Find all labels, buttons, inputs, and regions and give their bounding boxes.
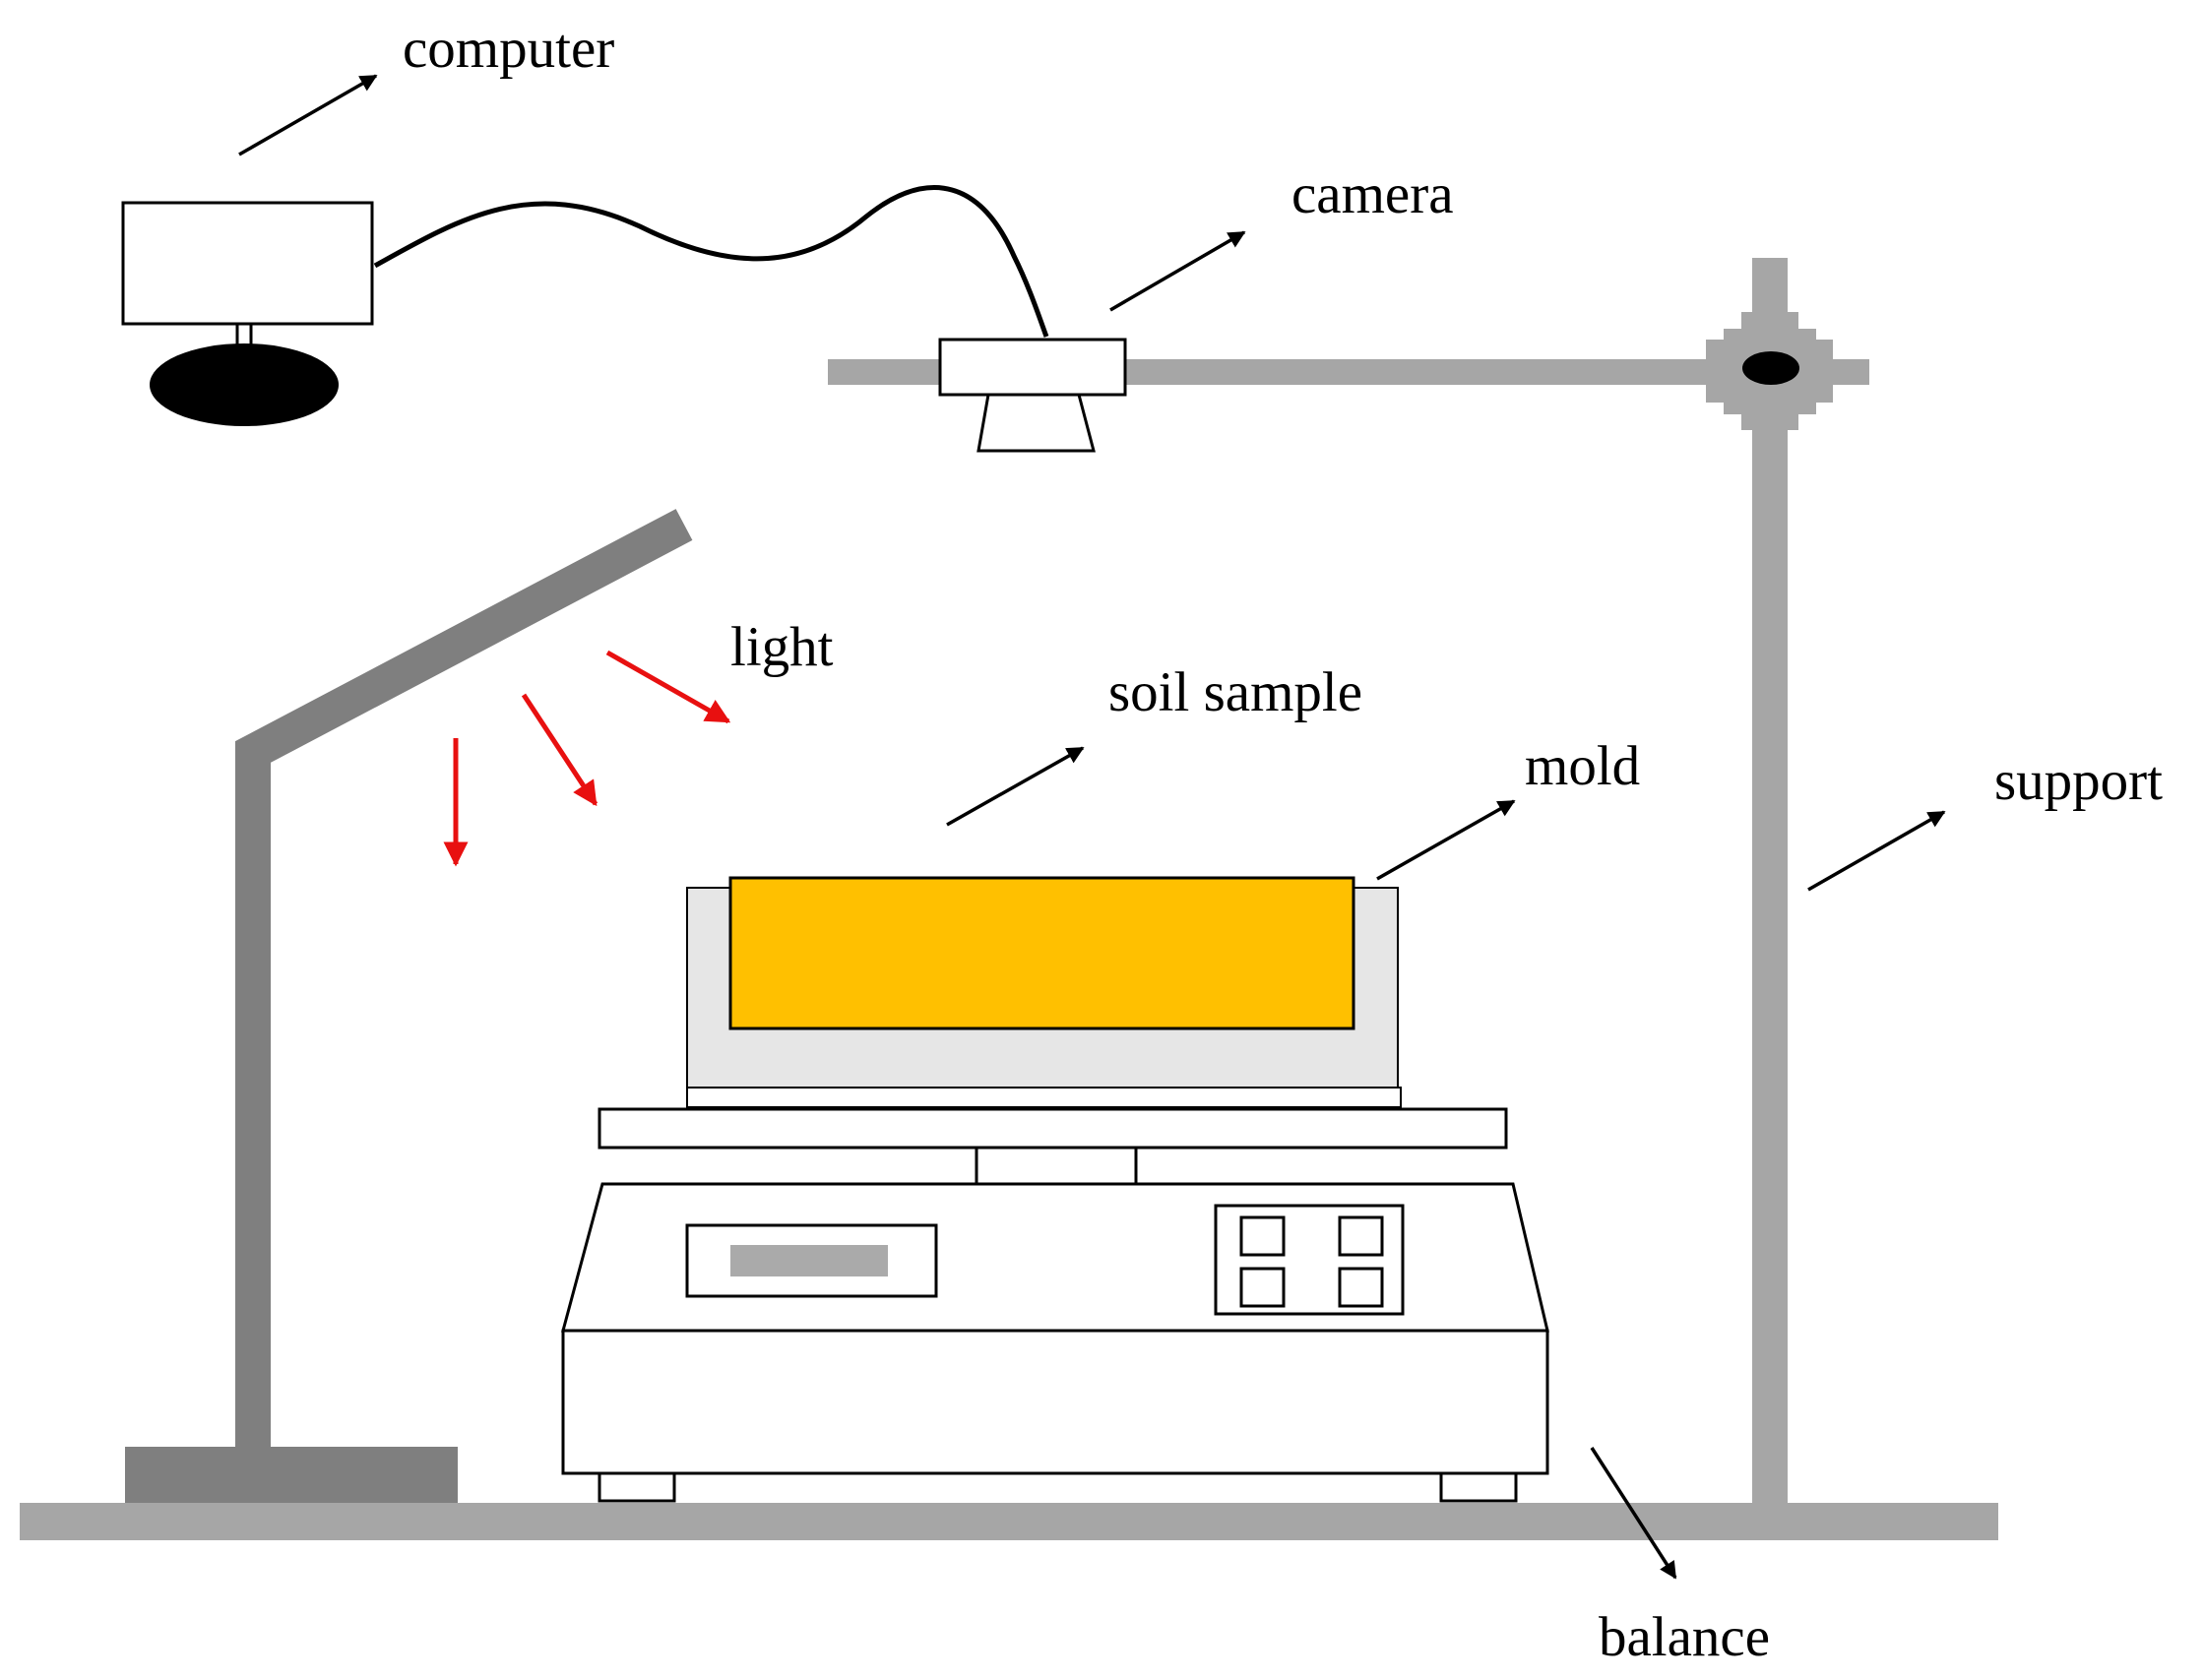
soil-sample-label: soil sample: [1108, 661, 1362, 723]
camera-label: camera: [1291, 163, 1454, 225]
light-ray-arrow: [521, 693, 598, 807]
balance-key: [1338, 1267, 1384, 1308]
light-ray-arrow: [605, 650, 731, 724]
mold-pointer-arrow: [1376, 799, 1516, 881]
support-pointer-arrow: [1807, 810, 1946, 892]
support-label: support: [1994, 750, 2163, 812]
computer-label: computer: [403, 18, 614, 80]
balance-pan: [598, 1107, 1508, 1150]
camera-cable: [373, 185, 1049, 338]
balance-foot: [1439, 1471, 1518, 1503]
light-rays: [443, 650, 731, 867]
mold: [686, 876, 1402, 1108]
light-label: light: [730, 616, 834, 678]
balance-key: [1239, 1267, 1286, 1308]
mold-label: mold: [1525, 735, 1640, 797]
support-stand: [828, 258, 1869, 1506]
lamp-base: [125, 1447, 458, 1503]
balance-label: balance: [1599, 1606, 1770, 1668]
balance-key: [1338, 1215, 1384, 1257]
soil-sample-fill: [728, 876, 1355, 1030]
clamp-knob: [1742, 351, 1799, 385]
computer: [121, 201, 374, 426]
monitor-screen: [121, 201, 374, 326]
balance: [561, 1107, 1549, 1503]
camera-pointer-arrow: [1109, 230, 1246, 312]
balance-display-readout: [730, 1245, 888, 1276]
balance-foot: [598, 1471, 676, 1503]
soil-sample-pointer-arrow: [946, 746, 1085, 827]
mold-base-plate: [686, 1087, 1402, 1108]
ground-bar: [20, 1503, 1998, 1540]
camera-body: [938, 338, 1127, 397]
balance-lower-housing: [561, 1329, 1549, 1475]
camera: [938, 338, 1127, 453]
lamp-arm: [235, 509, 693, 1452]
lamp: [125, 509, 693, 1503]
balance-pointer-arrow: [1590, 1447, 1677, 1580]
computer-pointer-arrow: [238, 74, 378, 156]
balance-key: [1239, 1215, 1286, 1257]
balance-pan-support: [975, 1146, 1138, 1186]
monitor-base: [150, 343, 339, 426]
monitor-neck: [235, 322, 253, 347]
camera-lens: [976, 393, 1096, 453]
support-pole: [1752, 258, 1788, 1506]
label-pointers: [238, 74, 1946, 1580]
